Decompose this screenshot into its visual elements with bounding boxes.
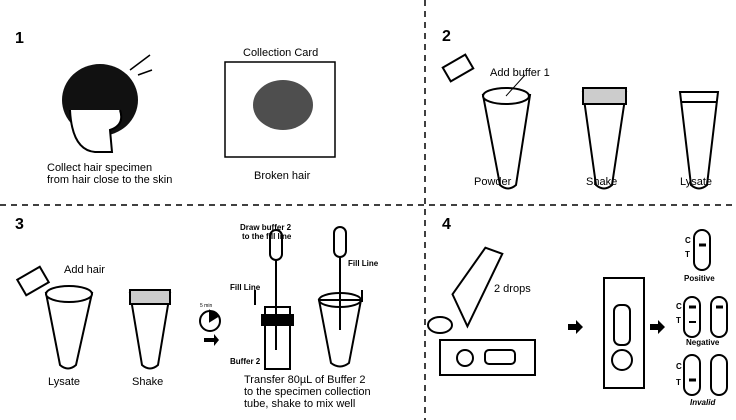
shake-label: Shake [586,176,618,188]
test-line-label: T [676,316,681,325]
tube-shake-3 [128,289,172,370]
lysate-label: Lysate [680,176,713,188]
control-line-label: C [676,362,682,371]
timer-label: 5 min [200,303,213,309]
fill-line-right-label: Fill Line [348,259,379,268]
collect-label-2: from hair close to the skin [47,174,173,186]
transfer-label-2: to the specimen collection [244,386,371,398]
broken-hair-label: Broken hair [254,170,311,182]
transfer-label: Transfer 80µL of Buffer 2 [244,374,366,386]
draw-buffer-label: Draw buffer 2 [240,223,292,232]
hair-piece [15,265,51,297]
powder-label: Powder [474,176,512,188]
broken-hair-sample [253,80,313,130]
draw-buffer-label-2: to the fill line [242,232,292,241]
tube-powder [441,53,532,190]
head-illustration [62,54,153,153]
step-number: 1 [15,30,24,47]
add-buffer-label: Add buffer 1 [490,67,550,79]
buffer-2-label: Buffer 2 [230,357,261,366]
result-invalid [683,354,728,396]
fill-line-left-label: Fill Line [230,283,261,292]
tube-lysate-3 [44,285,94,370]
step-number: 3 [15,216,24,233]
arrow-icon [650,320,665,334]
positive-label: Positive [684,274,715,283]
shake-label: Shake [132,376,164,388]
transfer-label-3: tube, shake to mix well [244,398,356,410]
step-number: 2 [442,28,451,45]
test-cassette-upright [603,277,645,389]
timer-icon [199,309,221,346]
collection-card [224,61,336,158]
invalid-label: Invalid [690,398,716,407]
test-line-label: T [685,250,690,259]
tube-shake [581,87,628,190]
result-positive [693,229,711,271]
collect-label: Collect hair specimen [47,162,153,174]
dropper-transfer-tube [317,226,363,368]
control-line-label: C [676,302,682,311]
card-title: Collection Card [243,47,319,59]
result-negative [683,296,728,338]
step-number: 4 [442,216,451,233]
lysate-label: Lysate [48,376,81,388]
test-cassette-flat [439,339,536,376]
negative-label: Negative [686,338,720,347]
dropper-bottle [427,246,504,334]
drops-label: 2 drops [494,283,531,295]
tube-lysate [678,91,720,190]
arrow-icon [568,320,583,334]
dropper-buffer-bottle [254,229,294,370]
add-hair-label: Add hair [64,264,105,276]
test-line-label: T [676,378,681,387]
control-line-label: C [685,236,691,245]
